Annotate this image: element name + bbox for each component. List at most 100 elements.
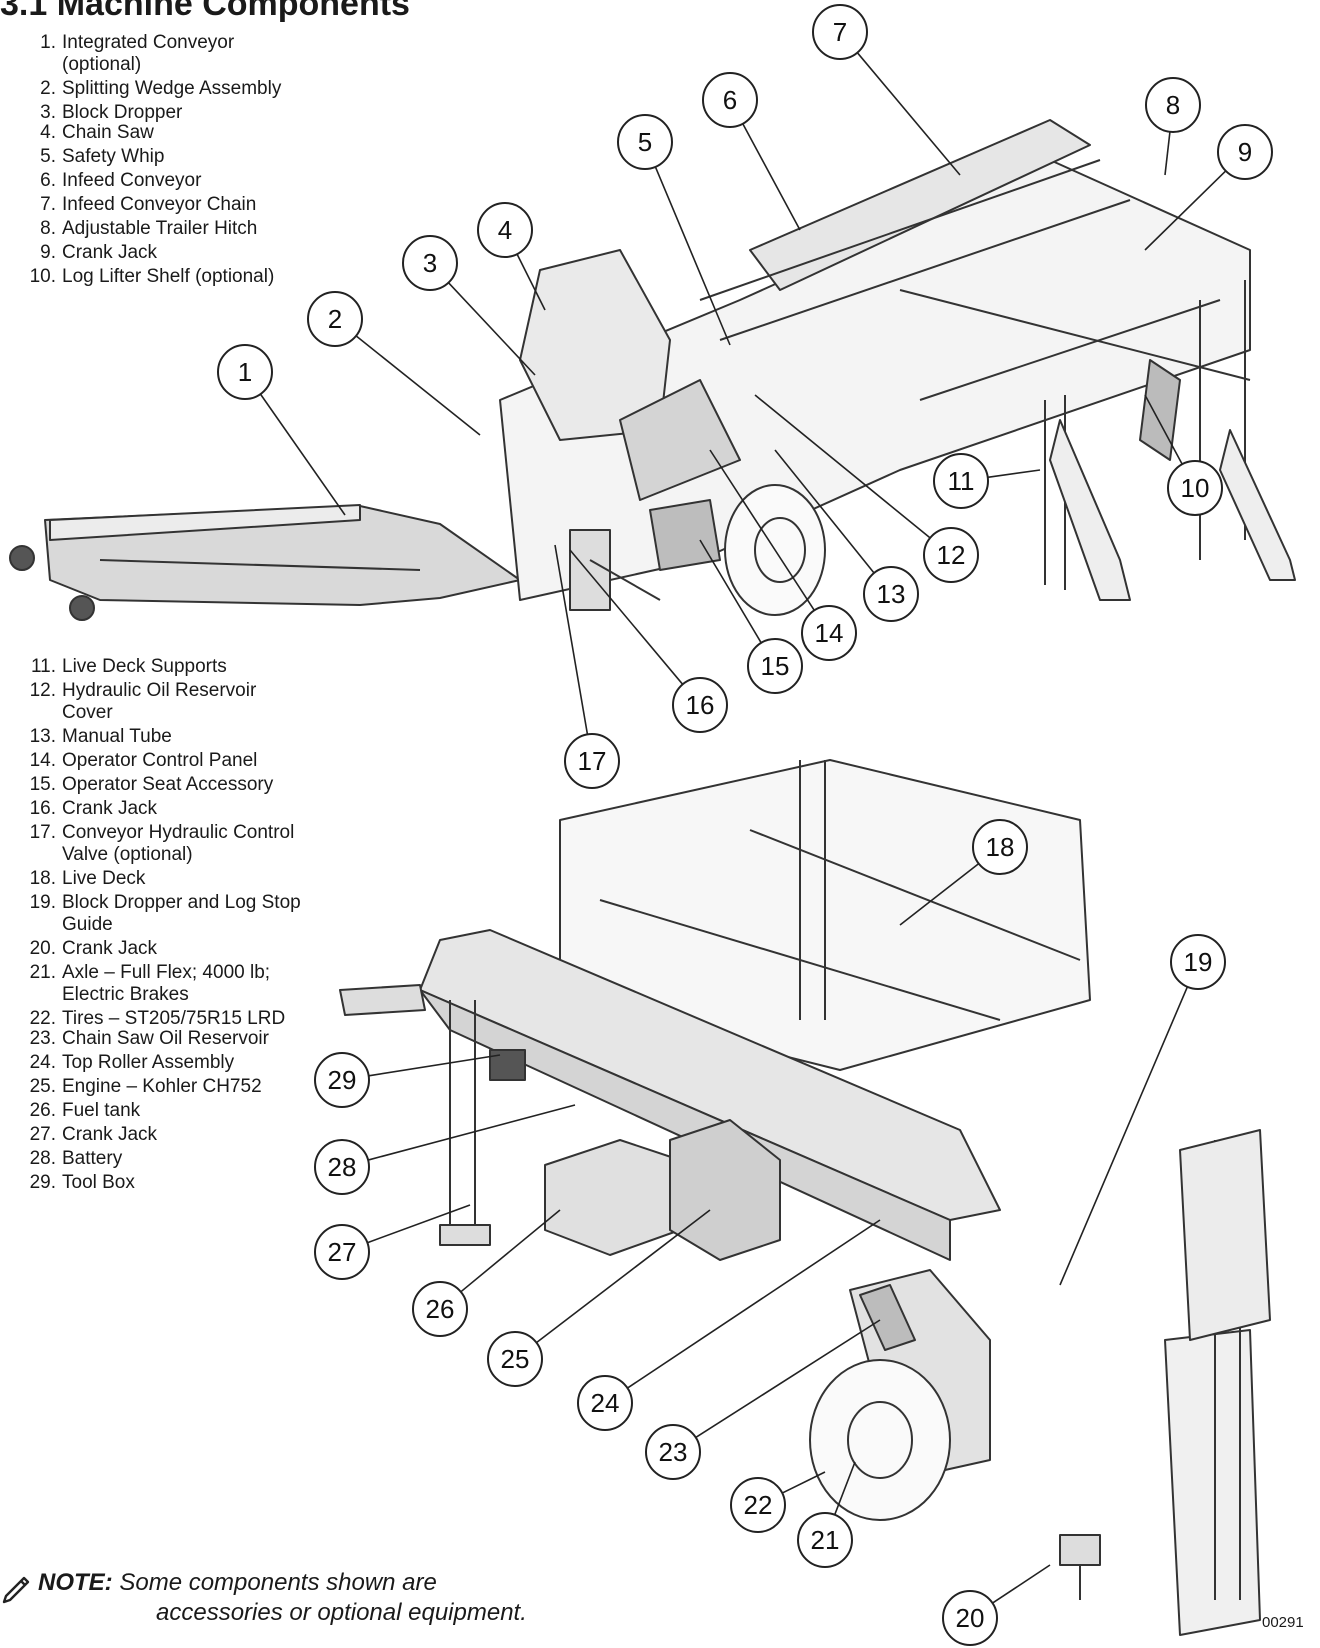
list-item: 6.Infeed Conveyor (40, 170, 202, 191)
callout-number-7: 7 (833, 17, 847, 47)
callout-leader-17 (554, 544, 589, 735)
callout-number-22: 22 (744, 1490, 773, 1520)
list-item: 24.Top Roller Assembly (29, 1052, 235, 1073)
callout-leader-28 (367, 1104, 576, 1161)
callout-leader-22 (781, 1471, 826, 1494)
list-item: 7.Infeed Conveyor Chain (40, 194, 257, 215)
callout-circle-23 (645, 1424, 701, 1480)
list-item: 28.Battery (29, 1148, 123, 1169)
callout-number-10: 10 (1181, 473, 1210, 503)
list-item: 1.Integrated Conveyor (optional) (40, 32, 235, 75)
callout-number-5: 5 (638, 127, 652, 157)
callout-number-23: 23 (659, 1437, 688, 1467)
list-item: 4.Chain Saw (40, 122, 154, 143)
callout-circle-19 (1170, 934, 1226, 990)
callout-number-13: 13 (877, 579, 906, 609)
callout-number-16: 16 (686, 690, 715, 720)
pencil-icon (2, 1576, 30, 1604)
list-item: 15.Operator Seat Accessory (29, 774, 274, 795)
callout-leader-23 (695, 1319, 881, 1439)
callout-circle-28 (314, 1139, 370, 1195)
list-item: 14.Operator Control Panel (29, 750, 258, 771)
list-item: 9.Crank Jack (40, 242, 158, 263)
callout-leader-26 (460, 1209, 561, 1293)
callout-leader-11 (987, 469, 1041, 479)
callout-circle-18 (972, 819, 1028, 875)
list-item: 25.Engine – Kohler CH752 (29, 1076, 262, 1097)
callout-circle-25 (487, 1331, 543, 1387)
list-item: 20.Crank Jack (29, 938, 158, 959)
callout-number-11: 11 (948, 466, 975, 496)
callout-number-27: 27 (328, 1237, 357, 1267)
callout-number-4: 4 (498, 215, 512, 245)
list-item: 23.Chain Saw Oil Reservoir (29, 1028, 269, 1049)
callout-circle-24 (577, 1375, 633, 1431)
callout-leader-16 (569, 549, 684, 685)
callout-leader-24 (627, 1219, 881, 1389)
note-line-2: accessories or optional equipment. (156, 1599, 527, 1626)
callout-number-12: 12 (937, 540, 966, 570)
note-label: NOTE: (38, 1569, 113, 1596)
callout-circle-11 (933, 453, 989, 509)
callout-circle-21 (797, 1512, 853, 1568)
note-block: NOTE: Some components shown are accessor… (38, 1568, 527, 1628)
callout-circle-20 (942, 1590, 998, 1646)
callout-circle-17 (564, 733, 620, 789)
callout-number-25: 25 (501, 1344, 530, 1374)
callout-leader-25 (535, 1209, 711, 1344)
callout-number-2: 2 (328, 304, 342, 334)
callout-number-15: 15 (761, 651, 790, 681)
callout-leader-1 (259, 393, 346, 516)
callout-circle-12 (923, 527, 979, 583)
callout-number-17: 17 (578, 746, 607, 776)
callout-number-21: 21 (811, 1525, 840, 1555)
callout-number-8: 8 (1166, 90, 1180, 120)
section-title: 3.1 Machine Components (0, 0, 410, 23)
list-item: 29.Tool Box (29, 1172, 135, 1193)
list-item: 10.Log Lifter Shelf (optional) (29, 266, 275, 287)
callout-circle-9 (1217, 124, 1273, 180)
callout-leader-15 (699, 539, 762, 644)
callout-leader-14 (709, 449, 815, 611)
callout-leader-10 (1144, 394, 1183, 465)
callout-circle-2 (307, 291, 363, 347)
machine-illustration-bottom (339, 759, 1271, 1636)
list-item: 11.Live Deck Supports (30, 656, 227, 677)
callout-group: 1234567891011121314151617181920212223242… (217, 4, 1273, 1646)
callout-circle-6 (702, 72, 758, 128)
callout-circle-4 (477, 202, 533, 258)
callout-number-24: 24 (591, 1388, 620, 1418)
list-item: 8.Adjustable Trailer Hitch (40, 218, 258, 239)
callout-circle-29 (314, 1052, 370, 1108)
callout-circle-8 (1145, 77, 1201, 133)
callout-circle-14 (801, 605, 857, 661)
callout-number-18: 18 (986, 832, 1015, 862)
callout-leader-7 (856, 52, 961, 176)
list-item: 16.Crank Jack (29, 798, 158, 819)
list-item: 26.Fuel tank (29, 1100, 141, 1121)
callout-circle-1 (217, 344, 273, 400)
list-item: 18.Live Deck (29, 868, 146, 889)
callout-leader-12 (754, 394, 931, 539)
note-line-1: Some components shown are (119, 1569, 437, 1596)
callout-circle-10 (1167, 460, 1223, 516)
callout-leader-8 (1164, 131, 1171, 176)
callout-number-28: 28 (328, 1152, 357, 1182)
callout-circle-27 (314, 1224, 370, 1280)
list-item: 17.Conveyor Hydraulic Control Valve (opt… (29, 822, 295, 865)
callout-circle-22 (730, 1477, 786, 1533)
list-item: 12.Hydraulic Oil Reservoir Cover (29, 680, 257, 723)
callout-number-29: 29 (328, 1065, 357, 1095)
callout-number-3: 3 (423, 248, 437, 278)
list-item: 19.Block Dropper and Log Stop Guide (29, 892, 301, 935)
list-item: 27.Crank Jack (29, 1124, 158, 1145)
callout-leader-13 (774, 449, 875, 574)
callout-number-19: 19 (1184, 947, 1213, 977)
callout-circle-5 (617, 114, 673, 170)
callout-leader-6 (742, 123, 801, 231)
callout-circle-3 (402, 235, 458, 291)
callout-circle-26 (412, 1281, 468, 1337)
list-item: 22.Tires – ST205/75R15 LRD (29, 1008, 286, 1029)
list-item: 21.Axle – Full Flex; 4000 lb; Electric B… (29, 962, 271, 1005)
